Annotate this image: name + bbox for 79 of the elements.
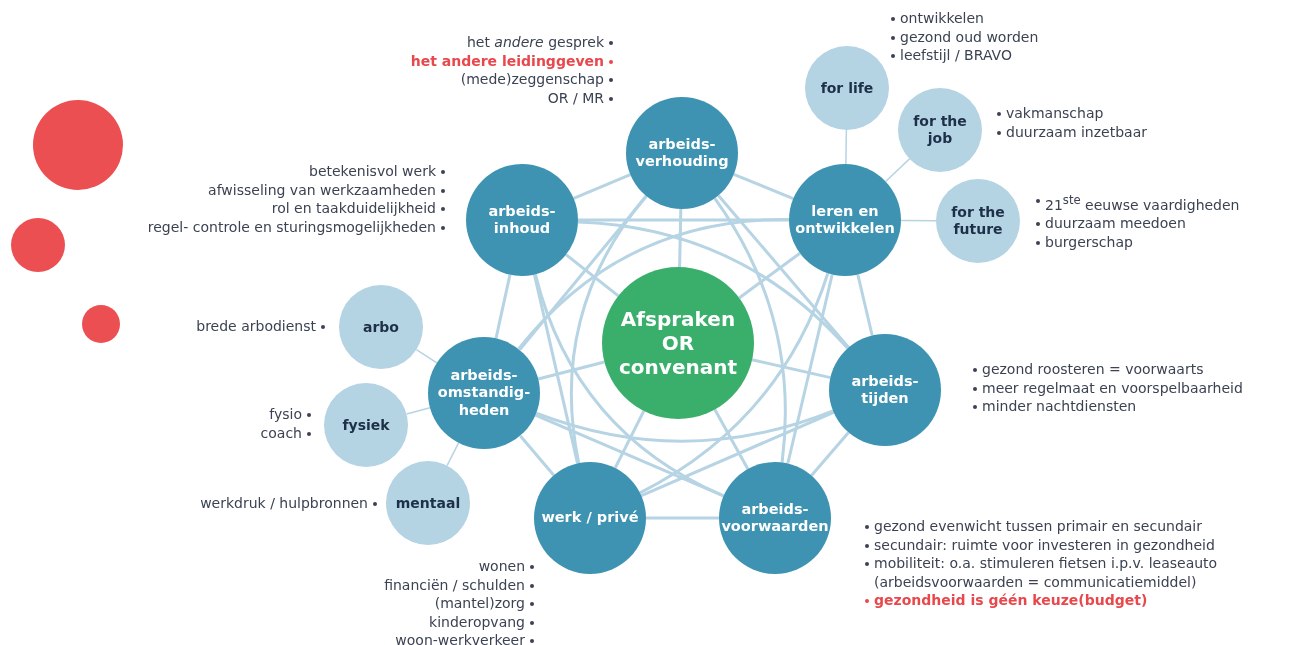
node-label: for life: [819, 79, 875, 97]
connector-line: [733, 172, 794, 201]
connector-line: [900, 219, 937, 222]
connector-line: [713, 408, 750, 470]
bullet-item: secundair: ruimte voor investeren in gezondheid: [864, 535, 1274, 554]
bullet-item: coach: [192, 423, 312, 442]
connector-line: [446, 442, 460, 467]
node-label: werk / privé: [540, 509, 640, 527]
connector-line: [640, 410, 835, 498]
connector-line: [573, 173, 631, 200]
bullet-item: gezondheid is géén keuze(budget): [864, 591, 1274, 610]
connector-line: [713, 197, 787, 463]
connector-line: [415, 348, 438, 364]
connector-line: [569, 195, 648, 464]
bullet-item: gezond roosteren = voorwaarts: [972, 360, 1289, 379]
bullet-item: (mede)zeggenschap: [354, 70, 614, 89]
bullet-item: gezond oud worden: [890, 27, 1110, 46]
node-label: for the future: [950, 204, 1006, 238]
node-label: arbeids- voorwaarden: [721, 500, 829, 536]
bullet-item: duurzaam meedoen: [1035, 214, 1285, 233]
node-label: arbeids- verhouding: [634, 135, 730, 171]
connector-line: [535, 409, 834, 443]
bullet-item: woon-werkverkeer: [295, 631, 535, 645]
connector-line: [565, 253, 620, 298]
bullet-item: werkdruk / hulpbronnen: [138, 494, 378, 513]
bullet-item: OR / MR: [354, 88, 614, 107]
node-label: arbeids- omstandig- heden: [436, 366, 532, 420]
connector-line: [533, 273, 725, 498]
bullet-item: regel- controle en sturingsmogelijkheden: [66, 217, 446, 236]
node-label: mentaal: [394, 494, 462, 512]
bullet-item: het andere leidinggeven: [354, 51, 614, 70]
bullet-item: burgerschap: [1035, 232, 1285, 252]
circle-node: [82, 305, 120, 343]
bullet-item: vakmanschap: [996, 104, 1216, 123]
connector-line: [533, 274, 579, 464]
bullet-item: rol en taakduidelijkheid: [66, 199, 446, 218]
bullet-item: mobiliteit: o.a. stimuleren fietsen i.p.v. leaseauto (arbeidsvoorwaarden = communicatiemiddel): [864, 554, 1274, 591]
connector-line: [856, 274, 874, 336]
connector-line: [577, 220, 849, 350]
bullet-item: wonen: [295, 557, 535, 576]
node-label: Afspraken OR convenant: [618, 307, 738, 379]
connector-line: [845, 129, 848, 165]
bullet-item: brede arbodienst: [126, 317, 326, 336]
bullet-item: het andere gesprek: [354, 33, 614, 52]
bullet-item: fysio: [192, 405, 312, 424]
connector-line: [717, 194, 850, 349]
node-label: for the job: [912, 113, 968, 147]
bullet-item: 21$^{ste}$ eeuwse vaardigheden: [1035, 191, 1285, 215]
connector-line: [646, 516, 719, 520]
bullet-item: (mantel)zorg: [295, 594, 535, 613]
connector-line: [517, 217, 790, 350]
connector-line: [810, 431, 850, 477]
node-label: arbo: [362, 318, 400, 336]
bullet-item: duurzaam inzetbaar: [996, 122, 1216, 141]
bullet-item: minder nachtdiensten: [972, 397, 1289, 416]
connector-line: [639, 272, 830, 495]
node-label: arbeids- tijden: [850, 372, 920, 408]
connector-line: [678, 208, 683, 268]
connector-line: [405, 406, 431, 415]
connector-line: [613, 410, 646, 469]
bullet-item: ontwikkelen: [890, 9, 1110, 28]
connector-line: [494, 274, 512, 339]
bullet-item: meer regelmaat en voorspelbaarheid: [972, 378, 1289, 397]
node-label: fysiek: [341, 416, 391, 434]
bullet-item: financiën / schulden: [295, 575, 535, 594]
connector-line: [537, 360, 605, 381]
node-label: leren en ontwikkelen: [794, 202, 896, 238]
connector-line: [519, 434, 555, 477]
central-circle: [602, 267, 754, 419]
bullet-item: leefstijl / BRAVO: [890, 46, 1110, 65]
connector-line: [518, 195, 648, 351]
node-label: arbeids- inhoud: [487, 202, 557, 238]
connector-line: [578, 218, 789, 222]
connector-line: [738, 252, 801, 300]
bullet-item: kinderopvang: [295, 612, 535, 631]
connector-line: [786, 274, 834, 464]
circle-node: [11, 218, 65, 272]
bullet-item: gezond evenwicht tussen primair en secundair: [864, 517, 1274, 536]
connector-line: [884, 158, 911, 183]
